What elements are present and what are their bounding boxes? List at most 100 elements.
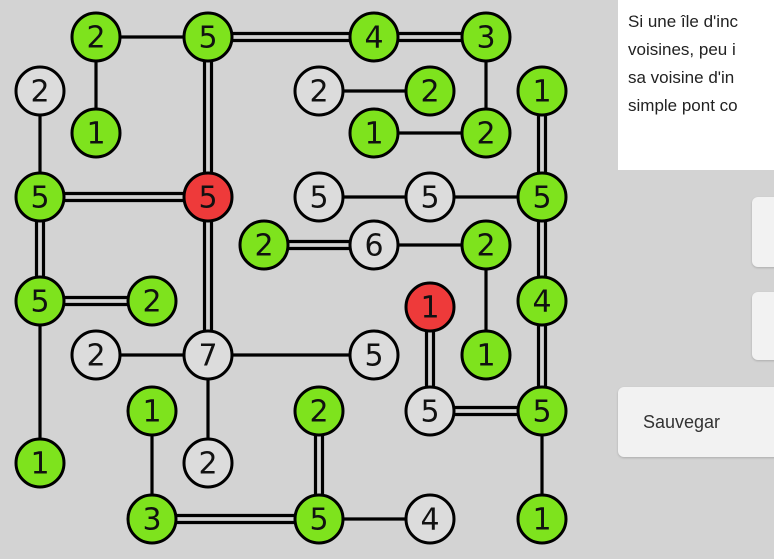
island-q[interactable]: 2 xyxy=(238,219,290,271)
island-value: 5 xyxy=(309,503,328,538)
island-value: 2 xyxy=(30,75,49,110)
island-d[interactable]: 3 xyxy=(460,11,512,63)
island-value: 1 xyxy=(86,117,105,152)
island-ac[interactable]: 2 xyxy=(293,385,345,437)
island-circle[interactable] xyxy=(182,171,234,223)
hint-line: sa voisine d'in xyxy=(628,68,735,87)
island-circle[interactable] xyxy=(293,385,345,437)
island-ah[interactable]: 3 xyxy=(126,493,178,545)
island-value: 3 xyxy=(476,21,495,56)
island-x[interactable]: 2 xyxy=(70,329,122,381)
island-circle[interactable] xyxy=(14,275,66,327)
island-circle[interactable] xyxy=(293,171,345,223)
island-value: 1 xyxy=(364,117,383,152)
island-circle[interactable] xyxy=(348,219,400,271)
island-circle[interactable] xyxy=(70,329,122,381)
island-circle[interactable] xyxy=(14,437,66,489)
island-value: 2 xyxy=(86,339,105,374)
bridges-layer xyxy=(34,31,548,525)
island-circle[interactable] xyxy=(460,329,512,381)
island-n[interactable]: 5 xyxy=(293,171,345,223)
island-p[interactable]: 5 xyxy=(516,171,568,223)
island-value: 4 xyxy=(364,21,383,56)
island-l[interactable]: 5 xyxy=(14,171,66,223)
island-circle[interactable] xyxy=(238,219,290,271)
island-circle[interactable] xyxy=(404,385,456,437)
island-circle[interactable] xyxy=(516,493,568,545)
side-button-top[interactable] xyxy=(752,197,774,267)
island-circle[interactable] xyxy=(182,329,234,381)
island-h[interactable]: 2 xyxy=(404,65,456,117)
island-circle[interactable] xyxy=(516,171,568,223)
island-m[interactable]: 5 xyxy=(182,171,234,223)
island-e[interactable]: 2 xyxy=(14,65,66,117)
island-ak[interactable]: 1 xyxy=(516,493,568,545)
island-circle[interactable] xyxy=(182,11,234,63)
island-value: 5 xyxy=(532,395,551,430)
island-t[interactable]: 5 xyxy=(14,275,66,327)
island-value: 2 xyxy=(420,75,439,110)
island-r[interactable]: 6 xyxy=(348,219,400,271)
island-value: 5 xyxy=(364,339,383,374)
island-circle[interactable] xyxy=(126,493,178,545)
island-circle[interactable] xyxy=(70,107,122,159)
island-value: 3 xyxy=(142,503,161,538)
island-circle[interactable] xyxy=(460,11,512,63)
island-o[interactable]: 5 xyxy=(404,171,456,223)
island-value: 1 xyxy=(476,339,495,374)
island-c[interactable]: 4 xyxy=(348,11,400,63)
island-f[interactable]: 2 xyxy=(293,65,345,117)
island-circle[interactable] xyxy=(404,281,456,333)
island-circle[interactable] xyxy=(182,437,234,489)
island-value: 4 xyxy=(532,285,551,320)
island-ab[interactable]: 1 xyxy=(460,329,512,381)
island-circle[interactable] xyxy=(70,11,122,63)
island-ai[interactable]: 5 xyxy=(293,493,345,545)
island-af[interactable]: 2 xyxy=(182,437,234,489)
side-button-middle[interactable] xyxy=(752,292,774,360)
island-v[interactable]: 1 xyxy=(404,281,456,333)
island-a[interactable]: 2 xyxy=(70,11,122,63)
island-aa[interactable]: 1 xyxy=(126,385,178,437)
island-value: 1 xyxy=(30,447,49,482)
island-ag[interactable]: 1 xyxy=(14,437,66,489)
island-circle[interactable] xyxy=(404,493,456,545)
island-circle[interactable] xyxy=(293,493,345,545)
island-circle[interactable] xyxy=(404,171,456,223)
island-z[interactable]: 5 xyxy=(348,329,400,381)
island-k[interactable]: 2 xyxy=(460,107,512,159)
island-b[interactable]: 5 xyxy=(182,11,234,63)
island-i[interactable]: 1 xyxy=(516,65,568,117)
island-aj[interactable]: 4 xyxy=(404,493,456,545)
island-circle[interactable] xyxy=(293,65,345,117)
island-circle[interactable] xyxy=(126,275,178,327)
island-circle[interactable] xyxy=(126,385,178,437)
island-circle[interactable] xyxy=(14,171,66,223)
hint-panel: Si une île d'inc voisines, peu i sa vois… xyxy=(618,0,774,170)
island-j[interactable]: 1 xyxy=(348,107,400,159)
hint-line: voisines, peu i xyxy=(628,40,736,59)
island-circle[interactable] xyxy=(14,65,66,117)
island-u[interactable]: 2 xyxy=(126,275,178,327)
island-circle[interactable] xyxy=(348,11,400,63)
island-circle[interactable] xyxy=(460,219,512,271)
hint-line: simple pont co xyxy=(628,96,738,115)
island-w[interactable]: 4 xyxy=(516,275,568,327)
island-value: 4 xyxy=(420,503,439,538)
island-circle[interactable] xyxy=(348,107,400,159)
island-ad[interactable]: 5 xyxy=(404,385,456,437)
island-ae[interactable]: 5 xyxy=(516,385,568,437)
island-circle[interactable] xyxy=(348,329,400,381)
island-circle[interactable] xyxy=(516,275,568,327)
save-button[interactable]: Sauvegar xyxy=(618,387,774,457)
island-circle[interactable] xyxy=(516,385,568,437)
island-y[interactable]: 7 xyxy=(182,329,234,381)
island-circle[interactable] xyxy=(404,65,456,117)
island-s[interactable]: 2 xyxy=(460,219,512,271)
island-g[interactable]: 1 xyxy=(70,107,122,159)
island-value: 2 xyxy=(476,117,495,152)
island-value: 1 xyxy=(420,291,439,326)
island-circle[interactable] xyxy=(460,107,512,159)
island-circle[interactable] xyxy=(516,65,568,117)
